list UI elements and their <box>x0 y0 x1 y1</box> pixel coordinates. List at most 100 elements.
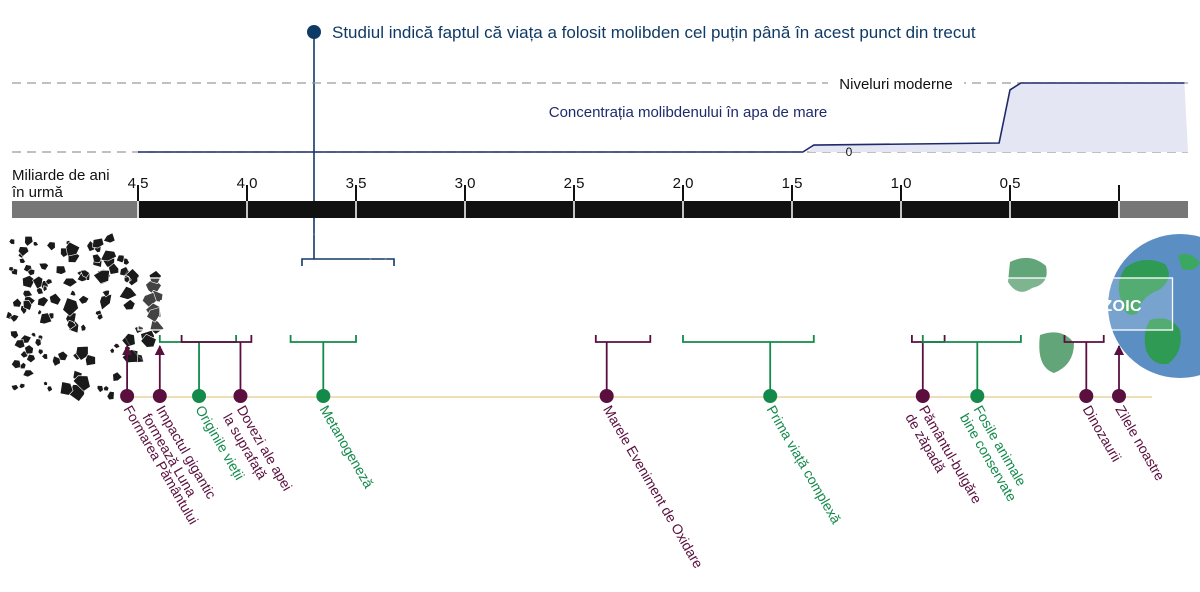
debris-fragment <box>101 289 110 298</box>
debris-fragment <box>38 262 49 271</box>
debris-fragment <box>18 257 26 264</box>
eon-box <box>575 277 1001 331</box>
eon-box <box>137 277 252 331</box>
axis-title-line2: în urmă <box>11 184 64 201</box>
eon-label: HADEAN <box>159 298 229 315</box>
modern-levels-label: Niveluri moderne <box>839 76 952 93</box>
debris-fragment <box>91 253 102 264</box>
debris-fragment <box>8 238 16 245</box>
debris-fragment <box>85 354 96 367</box>
event-range-bracket <box>158 335 237 343</box>
era-circle <box>863 233 1009 379</box>
axis-bar <box>139 201 1118 218</box>
debris-fragment <box>12 297 23 308</box>
debris-fragment <box>10 330 19 340</box>
debris-fragment <box>22 289 34 298</box>
eon-arhean: ARHEAN <box>252 277 574 331</box>
axis-tick-label: 3,0 <box>455 175 476 192</box>
debris-fragment <box>13 339 26 349</box>
debris-fragment <box>121 333 136 348</box>
eon-fanerozoic: FANEROZOIC <box>1002 277 1174 331</box>
debris-fragment <box>22 299 33 311</box>
axis-tick-label: 4,0 <box>237 175 258 192</box>
debris-fragment <box>148 270 162 285</box>
debris-fragment <box>30 331 37 338</box>
globe-continent <box>1178 254 1200 271</box>
molybdenum-label: Concentrația molibdenului în apa de mare <box>549 104 828 121</box>
debris-fragment <box>112 342 121 349</box>
eon-label: ARHEAN <box>378 298 448 315</box>
debris-fragment <box>59 381 74 396</box>
debris-fragment <box>92 269 110 284</box>
debris-fragment <box>62 277 78 288</box>
era-circle <box>117 233 263 379</box>
event-marker <box>599 389 614 403</box>
eon-label: FANEROZOIC <box>1034 298 1142 315</box>
era-circle <box>367 233 513 379</box>
eon-proterozoic: PROTEROZOIC <box>575 277 1001 331</box>
debris-fragment <box>69 289 77 297</box>
event-marker <box>915 389 930 403</box>
debris-fragment <box>39 312 53 325</box>
debris-fragment <box>123 276 131 284</box>
axis-tick-label: 2,5 <box>564 175 585 192</box>
debris-fragment <box>27 268 36 277</box>
event-range-bracket <box>1063 335 1105 343</box>
era-circle <box>739 233 885 379</box>
event-arrowhead <box>154 345 165 355</box>
era-circle <box>243 233 389 379</box>
debris-fragment <box>122 299 136 311</box>
debris-fragment <box>57 350 69 361</box>
debris-fragment <box>46 385 53 393</box>
event-range-bracket <box>682 335 815 343</box>
debris-fragment <box>100 249 117 262</box>
callout: Studiul indică faptul că viața a folosit… <box>301 23 976 266</box>
debris-fragment <box>22 369 35 378</box>
callout-text: Studiul indică faptul că viața a folosit… <box>332 23 976 42</box>
event-range-bracket <box>180 335 253 343</box>
debris-fragment <box>78 295 90 305</box>
debris-fragment <box>37 348 44 356</box>
debris-fragment <box>109 347 115 354</box>
axis-tick-label: 3,5 <box>346 175 367 192</box>
debris-fragment <box>65 241 81 257</box>
debris-fragment <box>49 292 62 306</box>
debris-fragment <box>92 237 105 249</box>
debris-fragment <box>32 241 39 247</box>
era-circle <box>617 233 763 379</box>
debris-fragment <box>19 361 27 370</box>
debris-fragment <box>80 269 91 278</box>
axis-title-line1: Miliarde de ani <box>12 167 110 184</box>
debris-fragment <box>102 385 110 392</box>
formation-debris <box>5 232 165 402</box>
axis-bar-left-gray <box>12 201 139 218</box>
event-marker <box>763 389 778 403</box>
debris-fragment <box>118 285 138 300</box>
debris-fragment <box>123 257 130 266</box>
event-marker <box>970 389 985 403</box>
molybdenum-curve <box>138 82 1185 153</box>
debris-fragment <box>103 232 116 244</box>
debris-fragment <box>99 293 113 311</box>
earth-history-band: HADEAN ARHEAN PROTEROZOIC FANEROZOIC <box>5 232 1200 402</box>
event-range-bracket <box>594 335 652 343</box>
debris-fragment <box>9 314 20 323</box>
debris-fragment <box>44 278 53 285</box>
zero-label: 0 <box>846 145 853 159</box>
debris-fragment <box>26 353 36 364</box>
debris-fragment <box>112 371 123 382</box>
debris-fragment <box>46 241 56 252</box>
event-label: Metanogeneză <box>317 403 377 491</box>
debris-fragment <box>52 355 61 367</box>
modern-earth-globe <box>1008 234 1200 378</box>
debris-fragment <box>24 235 34 247</box>
debris-fragment <box>66 320 77 330</box>
eon-box <box>1002 277 1174 331</box>
event-marker <box>1079 389 1094 403</box>
debris-fragment <box>8 266 14 272</box>
debris-fragment <box>41 353 48 360</box>
debris-fragment <box>140 333 157 348</box>
debris-fragment <box>37 296 49 308</box>
